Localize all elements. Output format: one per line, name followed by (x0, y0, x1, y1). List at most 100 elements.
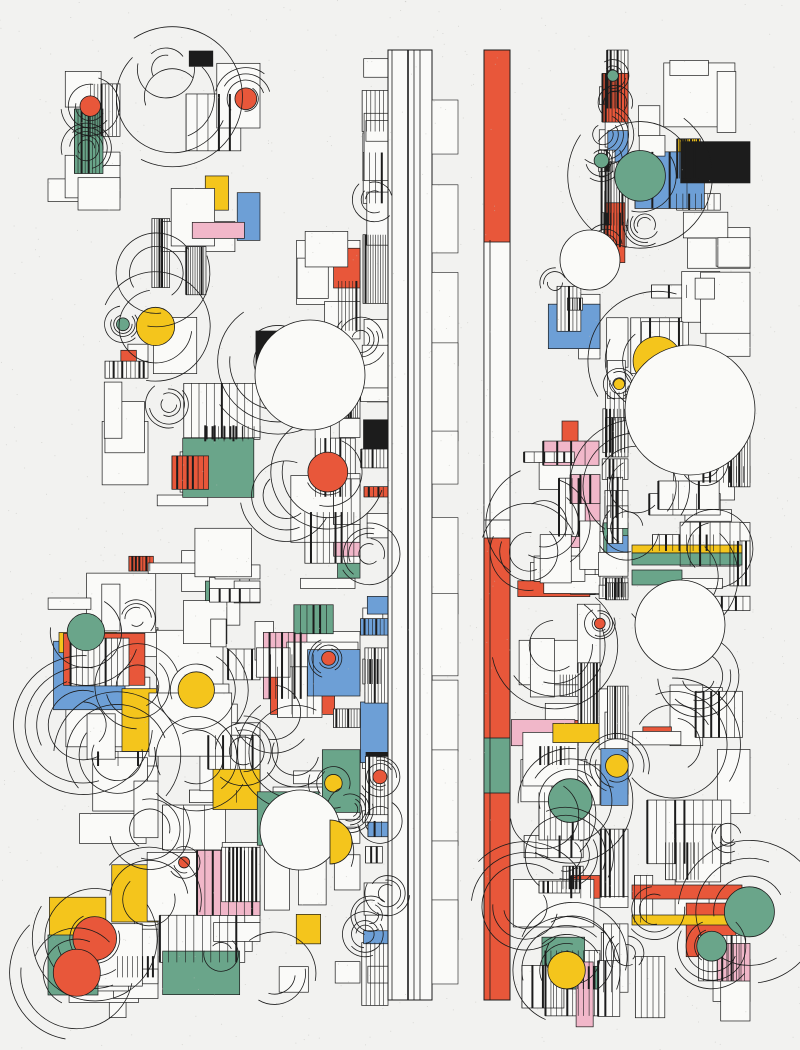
concentric-arc (374, 904, 383, 922)
paper-grain (612, 430, 614, 432)
paper-grain (186, 203, 188, 205)
paper-grain (389, 17, 391, 19)
paper-grain (442, 56, 444, 58)
paper-grain (132, 574, 134, 576)
concentric-arc (60, 77, 120, 136)
paper-grain (223, 610, 225, 612)
paper-grain (715, 682, 717, 684)
concentric-arc (248, 704, 317, 799)
paper-grain (460, 327, 462, 329)
paper-grain (371, 901, 373, 903)
concentric-arc (115, 232, 190, 314)
paper-grain (271, 142, 273, 144)
paper-grain (620, 953, 622, 955)
paper-grain (422, 173, 424, 175)
paper-grain (184, 252, 186, 254)
paper-grain (753, 267, 755, 269)
paper-grain (215, 935, 217, 937)
paper-grain (150, 589, 152, 591)
color-stripe (631, 552, 743, 566)
paper-grain (125, 708, 127, 710)
paper-grain (256, 953, 258, 955)
paper-grain (520, 930, 522, 932)
paper-grain (694, 565, 696, 567)
pattern-block (363, 882, 389, 916)
paper-grain (21, 261, 23, 263)
paper-grain (450, 434, 452, 436)
paper-grain (486, 641, 488, 643)
paper-grain (181, 1044, 183, 1046)
pattern-block (637, 105, 661, 137)
paper-grain (9, 571, 11, 573)
concentric-arc (603, 59, 630, 93)
paper-grain (330, 306, 332, 308)
concentric-arc (714, 822, 742, 834)
paper-grain (529, 536, 531, 538)
concentric-arc (226, 79, 264, 111)
pattern-block (682, 211, 729, 239)
concentric-arc (266, 771, 326, 788)
paper-grain (266, 177, 268, 179)
paper-grain (679, 79, 681, 81)
paper-grain (49, 112, 51, 114)
paper-grain (739, 669, 741, 671)
concentric-arc (20, 967, 133, 1030)
paper-grain (160, 539, 162, 541)
paper-grain (702, 541, 704, 543)
pattern-block (162, 950, 241, 996)
concentric-arc (657, 640, 740, 718)
concentric-arc (534, 758, 613, 842)
paper-grain (537, 571, 539, 573)
concentric-arc (560, 841, 582, 872)
paper-grain (640, 677, 642, 679)
paper-grain (61, 809, 63, 811)
concentric-arc (485, 470, 521, 572)
paper-grain (471, 639, 473, 641)
paper-grain (382, 1008, 384, 1010)
paper-grain (473, 73, 475, 75)
paper-grain (120, 852, 122, 854)
paper-grain (366, 61, 368, 63)
paper-grain (211, 728, 213, 730)
concentric-arc (121, 603, 152, 618)
paper-grain (460, 243, 462, 245)
paper-grain (8, 846, 10, 848)
paper-grain (8, 510, 10, 512)
concentric-arc (226, 647, 249, 726)
concentric-arc (622, 221, 656, 247)
paper-grain (230, 842, 232, 844)
concentric-arc (316, 766, 351, 794)
paper-grain (602, 586, 604, 588)
paper-grain (308, 1034, 310, 1036)
paper-grain (522, 698, 524, 700)
concentric-arc (60, 122, 112, 168)
paper-grain (221, 1023, 223, 1025)
paper-grain (217, 97, 219, 99)
concentric-arc (580, 839, 598, 884)
paper-grain (395, 688, 397, 690)
concentric-arc (631, 886, 669, 933)
paper-grain (428, 352, 430, 354)
paper-grain (790, 891, 792, 893)
paper-grain (785, 936, 787, 938)
paper-grain (257, 745, 259, 747)
paper-grain (369, 560, 371, 562)
concentric-arc (307, 482, 341, 496)
paper-grain (445, 327, 447, 329)
paper-grain (768, 473, 770, 475)
concentric-arc (308, 639, 323, 678)
paper-grain (430, 350, 432, 352)
paper-grain (684, 60, 686, 62)
paper-grain (526, 260, 528, 262)
paper-grain (536, 667, 538, 669)
paper-grain (388, 480, 390, 482)
paper-grain (416, 813, 418, 815)
paper-grain (487, 389, 489, 391)
concentric-arc (262, 478, 302, 519)
paper-grain (443, 768, 445, 770)
paper-grain (542, 569, 544, 571)
paper-grain (346, 964, 348, 966)
paper-grain (428, 556, 430, 558)
paper-grain (85, 561, 87, 563)
paper-grain (539, 398, 541, 400)
